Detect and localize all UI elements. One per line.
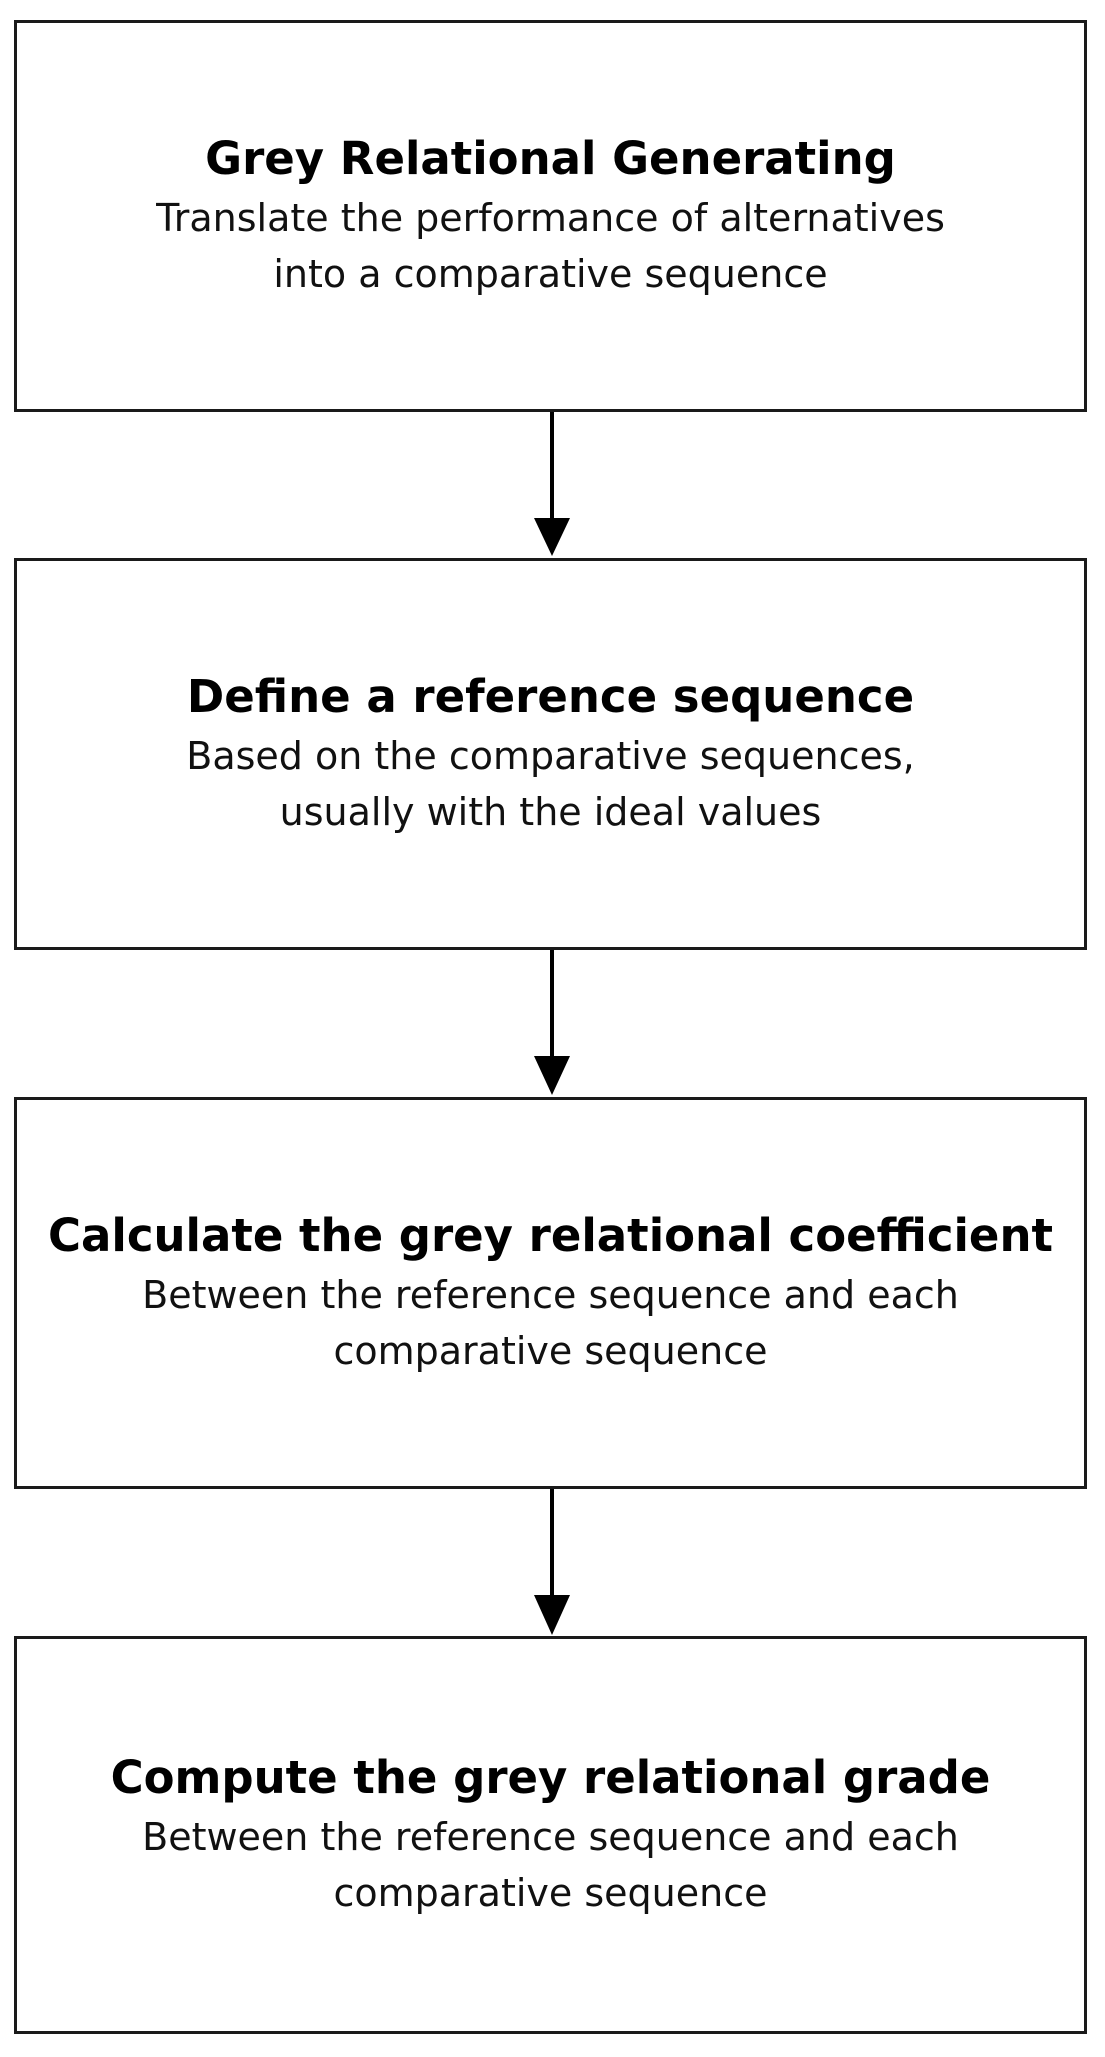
step-description-line: Based on the comparative sequences,	[186, 734, 915, 778]
step-description-line: Between the reference sequence and each	[142, 1815, 959, 1859]
step-description: Based on the comparative sequences, usua…	[186, 728, 914, 840]
step-title: Compute the grey relational grade	[110, 1751, 991, 1804]
step-box-calculate-coefficient: Calculate the grey relational coefficien…	[14, 1097, 1087, 1489]
step-description-line: Between the reference sequence and each	[142, 1273, 959, 1317]
down-arrow-icon	[534, 950, 570, 1095]
step-description: Translate the performance of alternative…	[156, 190, 945, 302]
step-title: Define a reference sequence	[186, 670, 915, 723]
step-description-line: into a comparative sequence	[273, 252, 828, 296]
step-description-line: usually with the ideal values	[279, 790, 822, 834]
step-description: Between the reference sequence and each …	[142, 1809, 959, 1921]
step-description-line: Translate the performance of alternative…	[156, 196, 945, 240]
step-title: Calculate the grey relational coefficien…	[48, 1209, 1053, 1262]
step-description-line: comparative sequence	[333, 1329, 768, 1373]
down-arrow-icon	[534, 412, 570, 556]
down-arrow-icon	[534, 1489, 570, 1635]
step-description-line: comparative sequence	[333, 1871, 768, 1915]
step-box-grey-relational-generating: Grey Relational Generating Translate the…	[14, 20, 1087, 412]
step-box-define-reference-sequence: Define a reference sequence Based on the…	[14, 558, 1087, 950]
step-box-compute-grade: Compute the grey relational grade Betwee…	[14, 1636, 1087, 2034]
step-title: Grey Relational Generating	[205, 132, 896, 185]
step-description: Between the reference sequence and each …	[142, 1267, 959, 1379]
